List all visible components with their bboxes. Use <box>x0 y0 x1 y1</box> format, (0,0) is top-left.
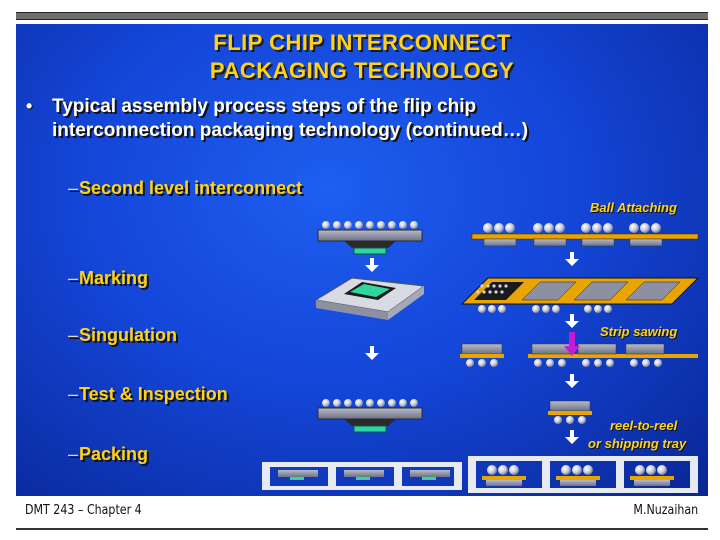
top-border-bar <box>16 12 708 20</box>
step-packing: –Packing <box>68 444 149 464</box>
marked-chip <box>314 277 426 320</box>
ball-attach-strip <box>471 223 699 247</box>
step-singulation: –Singulation <box>68 325 178 345</box>
arrow-down-icon <box>565 374 579 388</box>
singulated-unit <box>548 400 592 424</box>
footer-author: M.Nuzaihan <box>633 503 698 518</box>
process-diagram <box>262 221 700 493</box>
arrow-down-icon <box>365 258 379 272</box>
substrate <box>317 229 423 242</box>
slide-title-line1: FLIP CHIP INTERCONNECT <box>213 30 511 55</box>
step-test-inspection: –Test & Inspection <box>68 384 228 404</box>
die <box>353 247 387 255</box>
label-ball-attaching: Ball Attaching <box>590 200 677 215</box>
footer-bar <box>16 496 708 524</box>
underfill <box>344 241 396 248</box>
package-strip-3d <box>460 277 700 313</box>
slide: FLIP CHIP INTERCONNECT PACKAGING TECHNOL… <box>16 24 708 496</box>
label-shipping-tray: or shipping tray <box>588 436 687 451</box>
bga-package-2 <box>317 399 423 433</box>
arrow-down-icon <box>565 252 579 266</box>
shipping-tray-left <box>262 462 462 490</box>
main-bullet-line2: interconnection packaging technology (co… <box>52 120 529 141</box>
solder-balls-row-1 <box>322 221 418 229</box>
bullet-marker: • <box>26 96 33 116</box>
slide-title-line2: PACKAGING TECHNOLOGY <box>209 58 515 83</box>
bottom-border-rule <box>16 528 708 530</box>
label-strip-sawing: Strip sawing <box>600 324 678 339</box>
step-marking: –Marking <box>68 268 149 288</box>
arrow-down-icon <box>565 314 579 328</box>
bga-package-1 <box>317 221 423 255</box>
main-bullet-line1: Typical assembly process steps of the fl… <box>52 96 477 117</box>
saw-arrow-icon <box>564 332 580 356</box>
footer-course: DMT 243 – Chapter 4 <box>25 503 142 518</box>
shipping-tray-right <box>468 456 698 493</box>
arrow-down-icon <box>365 346 379 360</box>
step-second-level-interconnect: –Second level interconnect <box>68 178 303 198</box>
arrow-down-icon <box>565 430 579 444</box>
label-reel-to-reel: reel-to-reel <box>610 418 678 433</box>
strip-sawing-row <box>460 332 698 367</box>
